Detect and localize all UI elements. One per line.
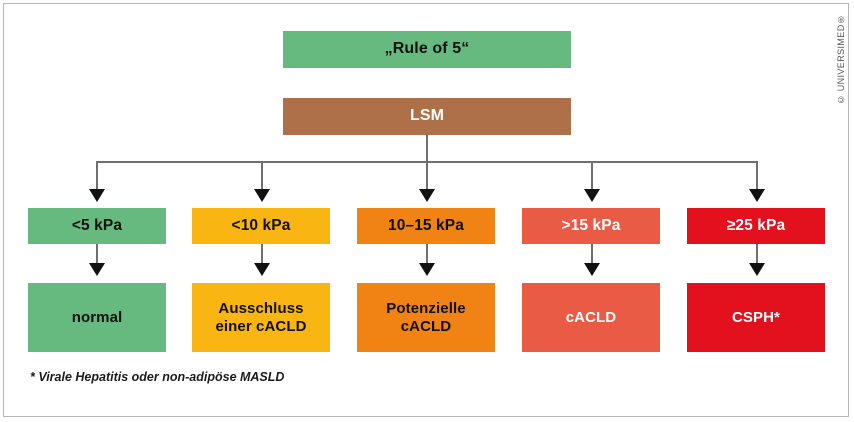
branch-arrow-4 [584,189,600,202]
branch-arrow-1 [89,189,105,202]
result-box-5: CSPH* [687,283,825,352]
result-label-2-line1: Ausschluss [218,299,304,317]
result-label-1: normal [71,308,123,326]
lsm-box: LSM [283,98,571,135]
branch-arrow-2 [254,189,270,202]
branch-stem-3 [426,161,428,189]
branch-stem-2 [261,161,263,189]
result-stem-3 [426,244,428,263]
result-box-2: Ausschluss einer cACLD [192,283,330,352]
result-label-5: CSPH* [731,308,780,326]
result-label-3: Potenzielle cACLD [386,300,465,335]
result-arrow-5 [749,263,765,276]
result-stem-1 [96,244,98,263]
result-arrow-2 [254,263,270,276]
result-arrow-1 [89,263,105,276]
footnote-text: * Virale Hepatitis oder non-adipöse MASL… [30,370,285,384]
result-label-3-line2: cACLD [400,317,452,335]
result-stem-5 [756,244,758,263]
branch-stem-1 [96,161,98,189]
threshold-box-2: <10 kPa [192,208,330,244]
result-box-3: Potenzielle cACLD [357,283,495,352]
threshold-box-1: <5 kPa [28,208,166,244]
result-stem-4 [591,244,593,263]
branch-stem-4 [591,161,593,189]
result-box-1: normal [28,283,166,352]
branch-stem-5 [756,161,758,189]
result-arrow-4 [584,263,600,276]
result-arrow-3 [419,263,435,276]
threshold-box-5: ≥25 kPa [687,208,825,244]
result-label-2: Ausschluss einer cACLD [215,300,306,335]
branch-arrow-5 [749,189,765,202]
branch-arrow-3 [419,189,435,202]
copyright-text: © UNIVERSIMED® [836,14,846,105]
result-stem-2 [261,244,263,263]
result-label-3-line1: Potenzielle [386,299,466,317]
result-label-4: cACLD [565,308,617,326]
threshold-box-4: >15 kPa [522,208,660,244]
rule-of-5-box: „Rule of 5“ [283,31,571,68]
result-box-4: cACLD [522,283,660,352]
result-label-2-line2: einer cACLD [215,317,307,335]
threshold-box-3: 10–15 kPa [357,208,495,244]
lsm-connector-stem [426,135,428,163]
